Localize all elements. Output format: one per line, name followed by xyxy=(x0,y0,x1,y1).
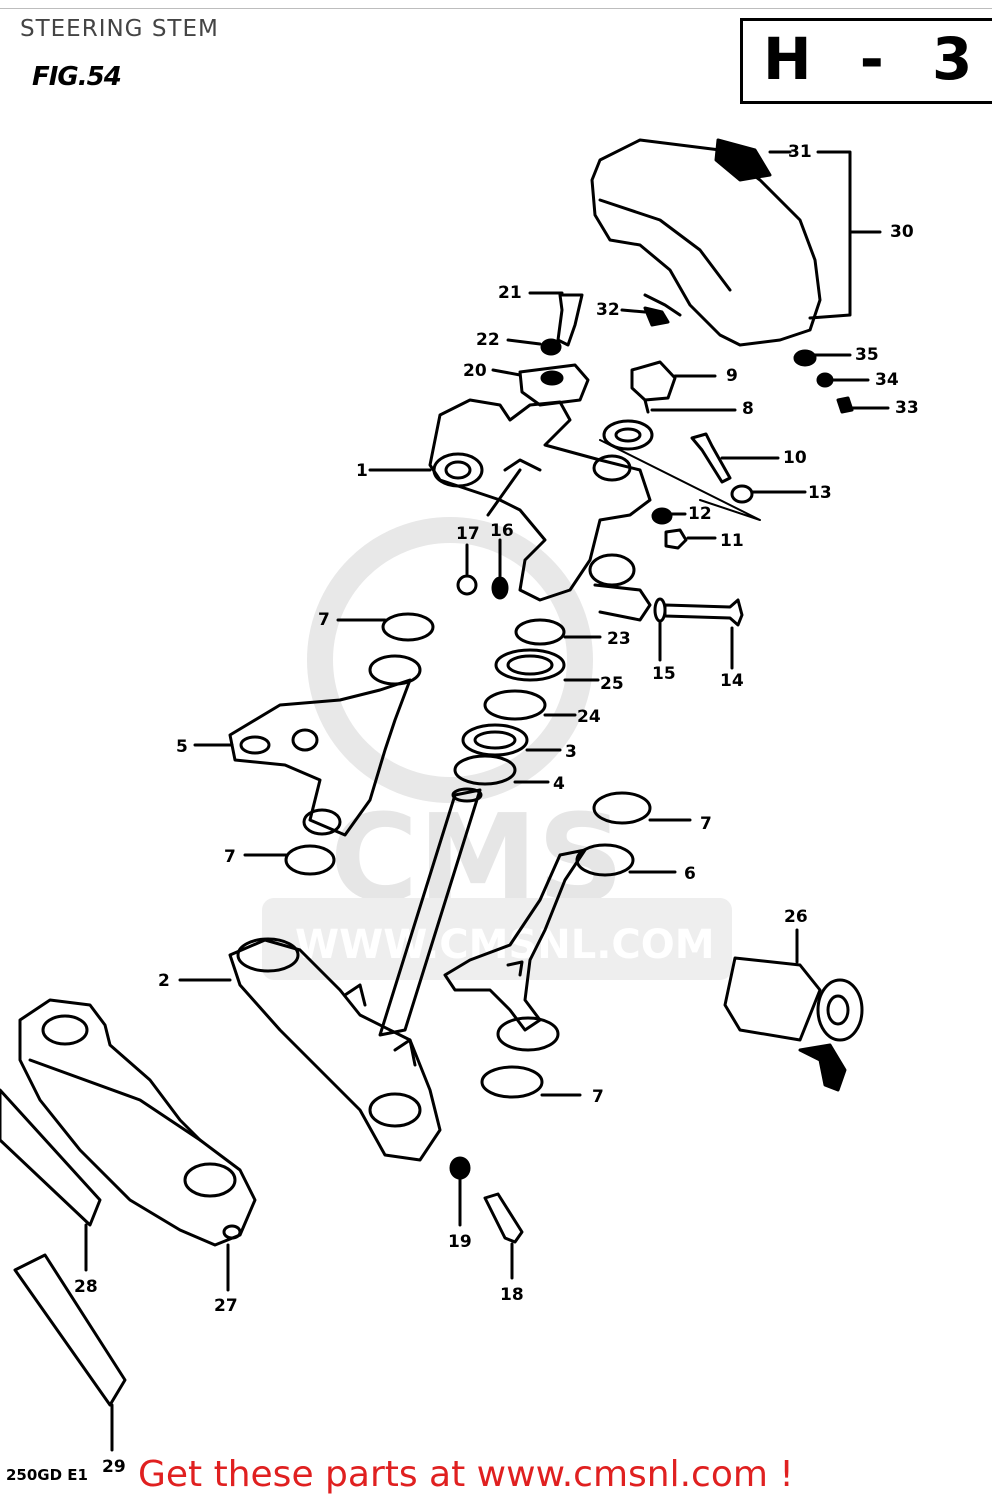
callout-14: 14 xyxy=(720,671,744,691)
callout-8: 8 xyxy=(742,399,754,419)
part-7-cushion-c xyxy=(592,791,652,825)
callout-2: 2 xyxy=(158,971,170,991)
callout-31: 31 xyxy=(788,142,812,162)
part-10-bolt xyxy=(690,432,732,484)
part-8-washer xyxy=(602,419,654,451)
part-7-cushion-a xyxy=(381,612,435,642)
part-11-nut xyxy=(664,528,688,550)
callout-19: 19 xyxy=(448,1232,472,1252)
callout-16: 16 xyxy=(490,521,514,541)
bracket-30 xyxy=(808,150,852,320)
callout-9: 9 xyxy=(726,366,738,386)
part-28-reflector xyxy=(0,1088,102,1227)
callout-labels: 1 2 3 4 5 6 7 7 7 7 8 9 10 11 12 13 14 1… xyxy=(74,142,919,1477)
part-30-handle-cover xyxy=(590,138,822,347)
part-32-screw xyxy=(643,306,670,327)
callout-33: 33 xyxy=(895,398,919,418)
part-23-nut xyxy=(514,618,566,646)
part-21-bolt xyxy=(556,293,584,347)
part-4-race xyxy=(453,754,517,786)
part-20-holder xyxy=(518,363,590,407)
callout-7c: 7 xyxy=(700,814,712,834)
callout-3: 3 xyxy=(565,742,577,762)
callout-7b: 7 xyxy=(224,847,236,867)
callout-7a: 7 xyxy=(318,610,330,630)
part-17-cap xyxy=(456,574,478,596)
callout-18: 18 xyxy=(500,1285,524,1305)
callout-17: 17 xyxy=(456,524,480,544)
part-18-bolt xyxy=(483,1192,524,1244)
part-26-steering-lock xyxy=(723,956,864,1092)
part-34-washer xyxy=(816,372,834,388)
callout-6: 6 xyxy=(684,864,696,884)
watermark-url: WWW.CMSNL.COM xyxy=(295,922,715,968)
leader-32 xyxy=(620,308,647,314)
callout-29: 29 xyxy=(102,1457,126,1477)
part-22-washer xyxy=(540,338,562,356)
callout-24: 24 xyxy=(577,707,601,727)
part-16-plug xyxy=(491,576,509,600)
part-2-steering-stem xyxy=(228,787,483,1162)
callout-7d: 7 xyxy=(592,1087,604,1107)
callout-35: 35 xyxy=(855,345,879,365)
callout-25: 25 xyxy=(600,674,624,694)
part-27-handle-bracket xyxy=(18,998,257,1247)
callout-15: 15 xyxy=(652,664,676,684)
top-border xyxy=(0,8,992,9)
callout-30: 30 xyxy=(890,222,914,242)
callout-10: 10 xyxy=(783,448,807,468)
callout-11: 11 xyxy=(720,531,744,551)
part-33-screw xyxy=(836,396,854,414)
part-1-upper-bracket xyxy=(428,398,652,622)
part-6-right-bracket xyxy=(443,843,635,1052)
callout-1: 1 xyxy=(356,461,368,481)
watermark-logo: CMS WWW.CMSNL.COM xyxy=(262,517,732,980)
callout-12: 12 xyxy=(688,504,712,524)
part-31-emblem xyxy=(714,138,772,182)
part-13-washer xyxy=(730,484,754,504)
part-7-cushion-d xyxy=(480,1065,544,1099)
part-19-cap xyxy=(449,1156,471,1180)
callout-22: 22 xyxy=(476,330,500,350)
callout-23: 23 xyxy=(607,629,631,649)
leader-22 xyxy=(506,338,542,346)
callout-13: 13 xyxy=(808,483,832,503)
part-25-washer xyxy=(494,648,566,682)
part-29-plate xyxy=(13,1253,127,1407)
part-35-grommet xyxy=(793,349,817,367)
leader-13-tri xyxy=(599,439,761,521)
part-7-cushion-b xyxy=(284,844,336,876)
callout-21: 21 xyxy=(498,283,522,303)
section-code-box: H - 3 xyxy=(740,18,992,104)
callout-4: 4 xyxy=(553,774,565,794)
part-3-bearing xyxy=(461,723,529,757)
footer-link-text[interactable]: Get these parts at www.cmsnl.com ! xyxy=(138,1454,794,1495)
callout-20: 20 xyxy=(463,361,487,381)
part-14-bolt xyxy=(663,598,744,627)
part-12-washer xyxy=(651,507,673,525)
diagram-code: 250GD E1 xyxy=(6,1466,88,1484)
callout-5: 5 xyxy=(176,737,188,757)
callout-27: 27 xyxy=(214,1296,238,1316)
leader-20 xyxy=(491,368,522,377)
callout-28: 28 xyxy=(74,1277,98,1297)
page-title: STEERING STEM xyxy=(20,16,219,42)
callout-32: 32 xyxy=(596,300,620,320)
part-15-washer xyxy=(653,597,667,623)
part-24-dust-seal xyxy=(483,689,547,721)
part-5-left-bracket xyxy=(228,654,422,837)
callout-34: 34 xyxy=(875,370,899,390)
callout-26: 26 xyxy=(784,907,808,927)
part-9-nut xyxy=(630,360,677,402)
section-code: H - 3 xyxy=(763,25,987,93)
figure-number: FIG.54 xyxy=(32,62,122,92)
